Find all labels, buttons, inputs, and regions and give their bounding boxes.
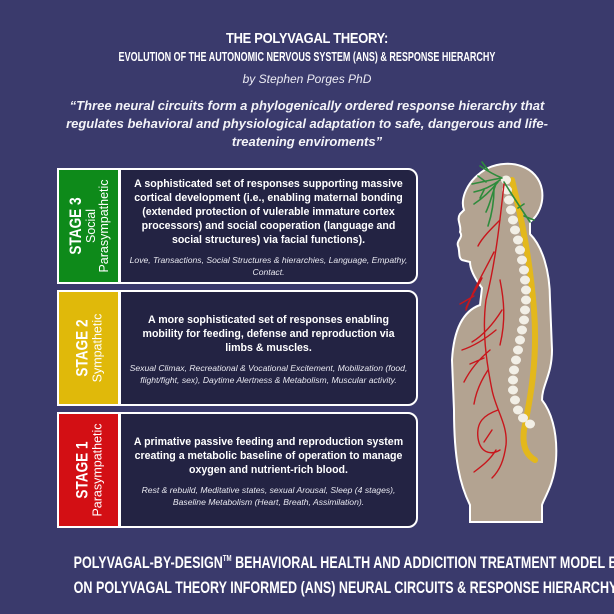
stage-3-tab: STAGE 3 Social Parasympathetic xyxy=(59,170,121,282)
footer-banner: POLYVAGAL-BY-DESIGNTM BEHAVIORAL HEALTH … xyxy=(73,546,614,601)
stage-1-tab: STAGE 1 Parasympathetic xyxy=(59,414,121,526)
stage-3-description: A sophisticated set of responses support… xyxy=(134,177,403,246)
stage-3-card: STAGE 3 Social Parasympathetic A sophist… xyxy=(57,168,418,284)
footer-line-1: POLYVAGAL-BY-DESIGNTM BEHAVIORAL HEALTH … xyxy=(73,546,614,576)
title: THE POLYVAGAL THEORY: xyxy=(225,30,389,47)
subtitle: EVOLUTION OF THE AUTONOMIC NERVOUS SYSTE… xyxy=(118,50,496,64)
stage-1-sub-1: Parasympathetic xyxy=(89,423,104,517)
stage-2-label: STAGE 2 xyxy=(72,319,92,377)
stage-1-description: A primative passive feeding and reproduc… xyxy=(133,435,404,476)
stage-3-sub-2: Parasympathetic xyxy=(96,179,111,273)
stage-3-examples: Love, Transactions, Social Structures & … xyxy=(129,254,408,277)
footer-line-2: ON POLYVAGAL THEORY INFORMED (ANS) NEURA… xyxy=(73,579,614,597)
stage-2-examples: Sexual Climax, Recreational & Vocational… xyxy=(129,362,408,385)
stage-1-card: STAGE 1 Parasympathetic A primative pass… xyxy=(57,412,418,528)
vertebrae xyxy=(501,175,535,429)
quote: “Three neural circuits form a phylogenic… xyxy=(66,98,548,149)
stage-1-examples: Rest & rebuild, Meditative states, sexua… xyxy=(141,484,396,507)
stage-3-label: STAGE 3 xyxy=(65,197,85,255)
stage-2-description: A more sophisticated set of responses en… xyxy=(142,313,395,354)
human-body-nervous-system-illustration xyxy=(450,161,558,523)
stage-2-card: STAGE 2 Sympathetic A more sophisticated… xyxy=(57,290,418,406)
stage-1-label: STAGE 1 xyxy=(72,441,92,499)
trademark: TM xyxy=(222,554,232,563)
stage-2-tab: STAGE 2 Sympathetic xyxy=(59,292,121,404)
stage-3-sub-1: Social xyxy=(83,208,98,244)
vagus-nerve-green xyxy=(471,161,535,227)
footer-line-1-rest: BEHAVIORAL HEALTH AND ADDICITION TREATME… xyxy=(231,554,614,572)
spinal-cord xyxy=(509,177,539,463)
nerves-red xyxy=(459,183,507,479)
body-silhouette xyxy=(450,162,558,523)
stage-2-sub-1: Sympathetic xyxy=(89,313,104,383)
footer-brand: POLYVAGAL-BY-DESIGN xyxy=(73,554,223,572)
author: by Stephen Porges PhD xyxy=(242,72,372,86)
